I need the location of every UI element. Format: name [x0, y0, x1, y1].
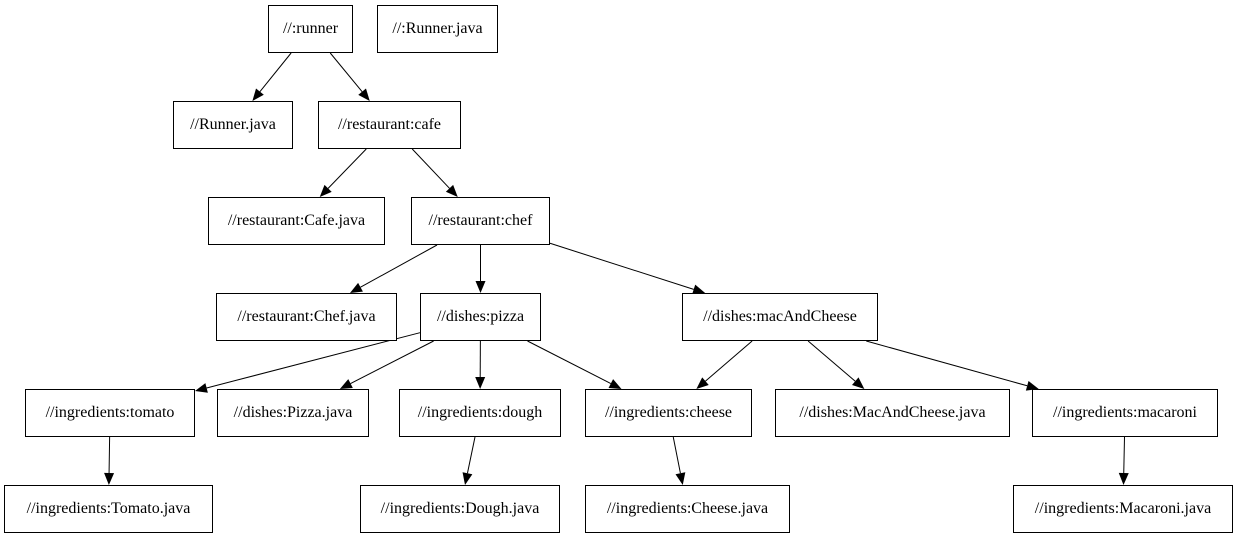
edge-line-cafe-to-chef	[411, 148, 450, 189]
graph-node-dough: //ingredients:dough	[399, 389, 561, 437]
edge-line-pizza-to-tomato	[206, 332, 421, 389]
edge-line-tomato-to-tomato-java	[108, 436, 111, 474]
edge-arrowhead-macaroni-to-macaroni-java	[1118, 472, 1129, 485]
edge-line-macaroni-to-macaroni-java	[1123, 436, 1125, 474]
graph-node-runner-java: //Runner.java	[173, 101, 293, 149]
graph-node-pizza-java: //dishes:Pizza.java	[217, 389, 369, 437]
edge-line-pizza-to-cheese	[527, 340, 612, 384]
graph-node-chef: //restaurant:chef	[411, 197, 550, 245]
graph-node-cafe-java: //restaurant:Cafe.java	[208, 197, 385, 245]
edge-line-mac-and-cheese-to-cheese	[705, 340, 753, 382]
edge-line-chef-to-chef-java	[360, 244, 438, 288]
edge-arrowhead-pizza-to-pizza-java	[339, 379, 353, 389]
edge-arrowhead-chef-to-chef-java	[350, 282, 363, 293]
edge-arrowhead-pizza-to-dough	[475, 376, 486, 389]
edge-arrowhead-dough-to-dough-java	[462, 472, 473, 485]
edge-arrowhead-cheese-to-cheese-java	[675, 472, 686, 485]
edge-arrowhead-chef-to-pizza	[475, 281, 486, 293]
graph-node-mac-and-cheese: //dishes:macAndCheese	[682, 293, 878, 341]
edge-line-mac-and-cheese-to-mac-and-cheese-java	[807, 340, 856, 382]
edge-line-runner-to-runner-java	[259, 52, 292, 92]
graph-node-runner: //:runner	[268, 5, 353, 53]
edge-arrowhead-pizza-to-tomato	[195, 383, 208, 393]
edge-line-mac-and-cheese-to-macaroni	[866, 340, 1028, 387]
graph-node-cheese: //ingredients:cheese	[585, 389, 752, 437]
graph-node-cheese-java: //ingredients:Cheese.java	[585, 485, 790, 533]
edge-line-pizza-to-pizza-java	[350, 340, 434, 384]
graph-node-mac-and-cheese-java: //dishes:MacAndCheese.java	[775, 389, 1010, 437]
graph-node-runner-java-root: //:Runner.java	[377, 5, 498, 53]
graph-node-pizza: //dishes:pizza	[420, 293, 541, 341]
edge-arrowhead-chef-to-mac-and-cheese	[692, 284, 706, 295]
edge-line-cafe-to-cafe-java	[327, 148, 367, 189]
edge-line-chef-to-mac-and-cheese	[549, 242, 694, 290]
graph-node-macaroni: //ingredients:macaroni	[1032, 389, 1218, 437]
graph-node-dough-java: //ingredients:Dough.java	[360, 485, 560, 533]
edge-arrowhead-cafe-to-cafe-java	[319, 184, 332, 197]
edge-line-dough-to-dough-java	[466, 436, 476, 474]
edge-arrowhead-mac-and-cheese-to-macaroni	[1025, 380, 1039, 391]
graph-node-tomato-java: //ingredients:Tomato.java	[4, 485, 213, 533]
edge-arrowhead-mac-and-cheese-to-mac-and-cheese-java	[852, 377, 865, 389]
edge-line-cheese-to-cheese-java	[672, 436, 681, 474]
edge-line-runner-to-cafe	[329, 52, 363, 93]
graph-node-chef-java: //restaurant:Chef.java	[216, 293, 397, 341]
graph-node-cafe: //restaurant:cafe	[318, 101, 461, 149]
graph-node-tomato: //ingredients:tomato	[25, 389, 195, 437]
edge-arrowhead-runner-to-cafe	[358, 88, 370, 101]
edge-arrowhead-mac-and-cheese-to-cheese	[696, 377, 709, 389]
graph-node-macaroni-java: //ingredients:Macaroni.java	[1013, 485, 1233, 533]
edge-arrowhead-tomato-to-tomato-java	[104, 472, 115, 485]
edge-arrowhead-cafe-to-chef	[445, 184, 458, 197]
edge-arrowhead-runner-to-runner-java	[252, 88, 264, 101]
edge-arrowhead-pizza-to-cheese	[608, 379, 622, 389]
